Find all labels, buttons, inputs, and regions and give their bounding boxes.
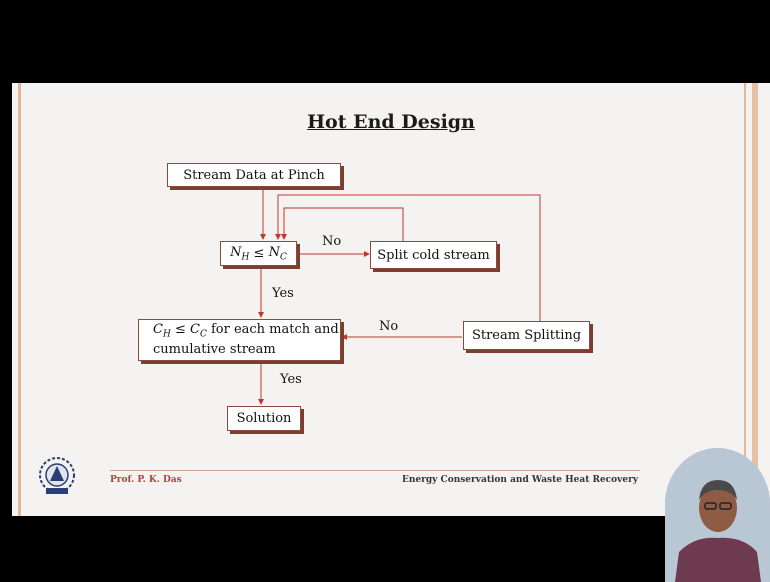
flow-arrows [258,188,541,405]
solution-box: Solution [227,406,301,431]
condition-nh-nc-box: NH ≤ NC [220,241,297,266]
label-yes-1: Yes [272,286,294,301]
cond1-n-c: NC [268,244,287,263]
split-cold-stream-box: Split cold stream [370,241,497,269]
cond2-line2: cumulative stream [153,342,276,358]
cond2-line1: CH ≤ CC for each match and [153,321,339,340]
footer-divider [110,470,640,471]
footer-course: Energy Conservation and Waste Heat Recov… [402,475,639,485]
stream-data-text: Stream Data at Pinch [183,167,325,183]
cond1-leq: ≤ [249,246,269,261]
left-border-line [18,83,21,516]
arrow-split-loop [281,207,404,241]
label-no-1: No [322,234,342,249]
stream-splitting-box: Stream Splitting [463,321,590,350]
slide: Hot End Design Stream Data at Pinch NH ≤… [12,83,770,516]
slide-title: Hot End Design [307,111,475,133]
institute-logo-icon [39,457,75,494]
right-border-line-outer [752,83,758,516]
footer-author: Prof. P. K. Das [110,475,182,485]
arrow-splitting-loop [275,194,541,321]
right-border-line-inner [744,83,746,516]
presenter-video [665,448,770,582]
presenter-figure-icon [665,448,770,582]
condition-ch-cc-box: CH ≤ CC for each match and cumulative st… [138,319,341,361]
label-no-2: No [379,319,399,334]
stream-splitting-text: Stream Splitting [471,328,582,343]
split-cold-text: Split cold stream [377,247,490,263]
cond1-n-h: NH [230,244,250,263]
stream-data-box: Stream Data at Pinch [167,163,341,187]
solution-text: Solution [236,411,292,426]
label-yes-2: Yes [280,372,302,387]
